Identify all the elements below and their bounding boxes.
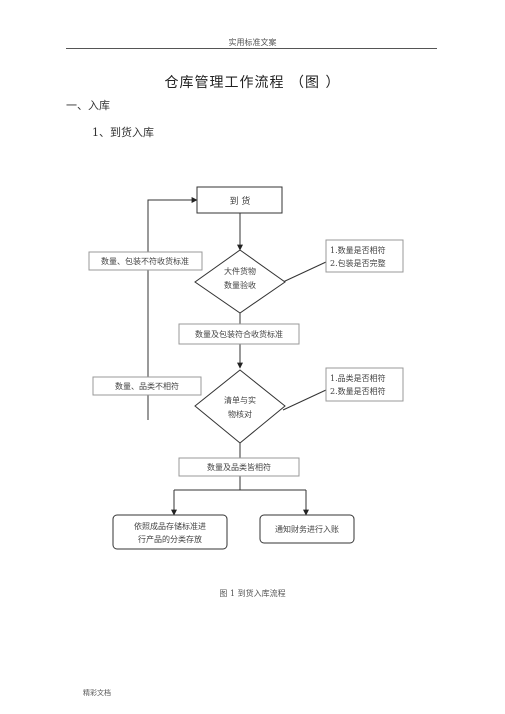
check2-line1: 1.品类是否相符 [330, 373, 386, 383]
fail2-label: 数量、品类不相符 [115, 381, 179, 391]
check2-line2: 2.数量是否相符 [330, 386, 386, 396]
fail1-label: 数量、包装不符收货标准 [101, 256, 189, 266]
figure-caption: 图 1 到货入库流程 [219, 589, 286, 598]
result-left-box [112, 514, 228, 550]
decision2-line2: 物核对 [228, 409, 252, 419]
check1-line2: 2.包装是否完整 [330, 258, 386, 268]
pass2-box [178, 457, 300, 477]
decision2-diamond [194, 369, 286, 444]
result-right-label: 通知财务进行入账 [275, 524, 339, 534]
pass1-label: 数量及包装符合收货标准 [195, 329, 283, 339]
fail1-box [88, 251, 203, 271]
check2-box [325, 367, 404, 402]
flow-connectors [147, 197, 327, 516]
arrow-fail-loop [147, 197, 198, 420]
start-box [196, 186, 283, 214]
fail2-box [92, 376, 202, 396]
check1-line1: 1.数量是否相符 [330, 245, 386, 255]
header-rule [66, 48, 437, 49]
decision2-line1: 清单与实 [224, 395, 256, 405]
decision1-line1: 大件货物 [224, 266, 256, 276]
decision1-line2: 数量验收 [224, 280, 256, 290]
result-left-line2: 行产品的分类存放 [138, 534, 202, 544]
result-right-box [259, 514, 355, 544]
check1-box [325, 239, 404, 273]
pass2-label: 数量及品类皆相符 [207, 462, 271, 472]
callout-line-2 [282, 389, 327, 411]
result-left-line1: 依照成品存储标准进 [134, 521, 206, 531]
decision1-diamond [194, 249, 286, 314]
callout-line-1 [282, 261, 327, 283]
start-label: 到 货 [230, 195, 251, 207]
page-header: 实用标准文案 [228, 38, 277, 47]
page-footer: 精彩文档 [83, 689, 111, 697]
pass1-box [178, 323, 300, 345]
subsection-heading: 1、到货入库 [92, 126, 154, 139]
document-title: 仓库管理工作流程 （图 ） [164, 75, 341, 91]
section-heading: 一、入库 [66, 99, 110, 112]
